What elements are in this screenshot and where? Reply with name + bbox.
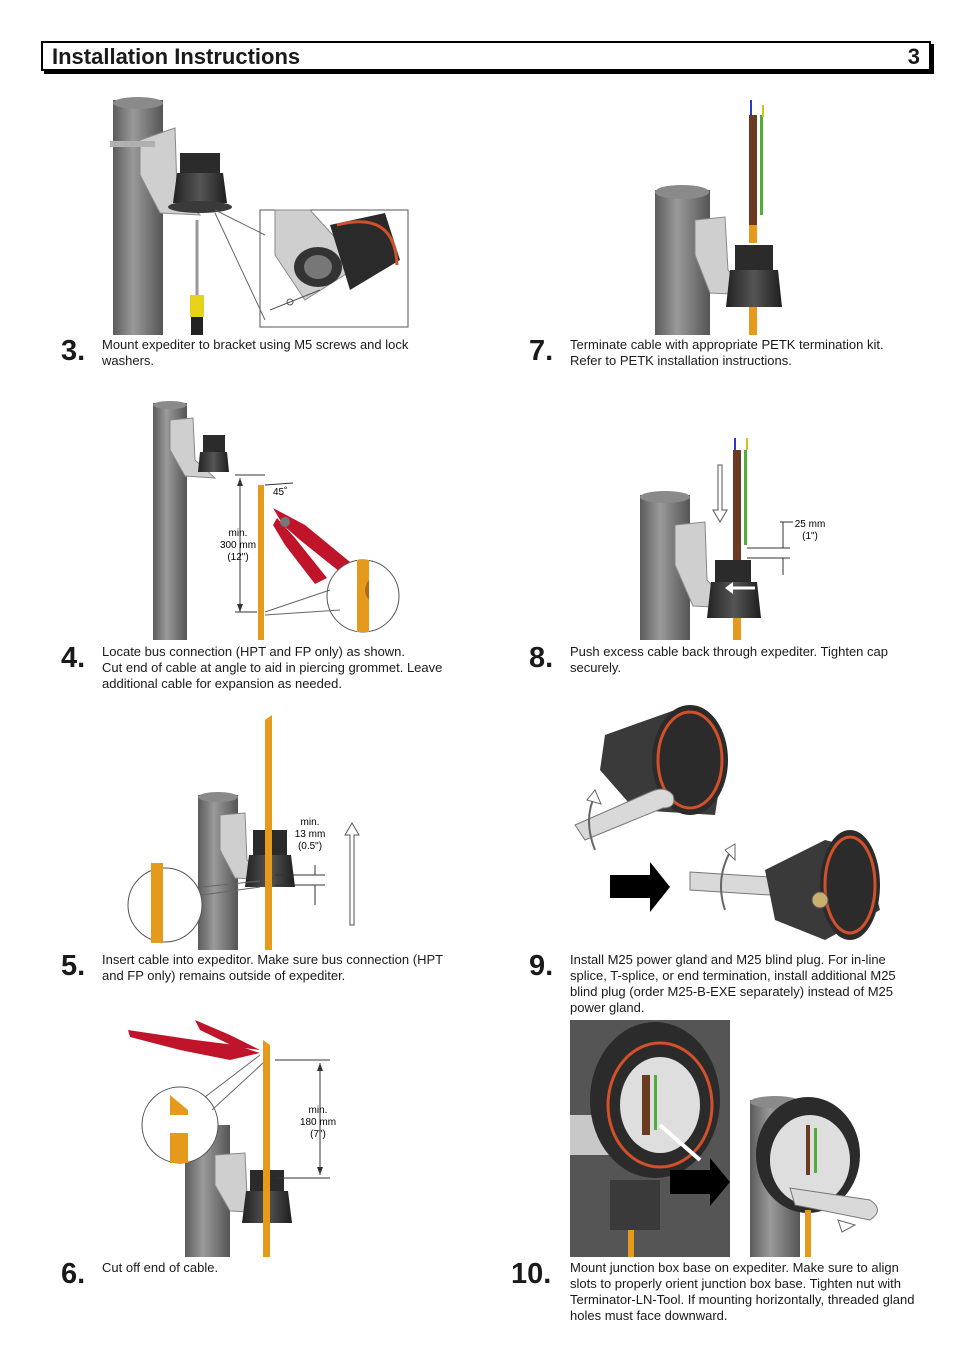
step-10-line-4: holes must face downward. bbox=[570, 1308, 728, 1323]
step-9-line-2: splice, T-splice, or end termination, in… bbox=[570, 968, 896, 983]
fig6-dim-line-2: 180 mm bbox=[300, 1117, 336, 1128]
page-header: Installation Instructions 3 bbox=[41, 41, 931, 71]
step-7-number: 7. bbox=[529, 335, 554, 367]
page-title: Installation Instructions bbox=[52, 44, 301, 69]
step-7-line-2: Refer to PETK installation instructions. bbox=[570, 353, 792, 368]
step-6-number: 6. bbox=[61, 1258, 86, 1290]
figure-step-8: 25 mm (1") bbox=[640, 438, 826, 640]
step-7-line-1: Terminate cable with appropriate PETK te… bbox=[570, 337, 884, 352]
step-6-line-1: Cut off end of cable. bbox=[102, 1260, 219, 1275]
step-3-text: Mount expediter to bracket using M5 scre… bbox=[102, 337, 472, 369]
step-4-line-3: additional cable for expansion as needed… bbox=[102, 676, 342, 691]
step-3-line-2: washers. bbox=[102, 353, 155, 368]
step-4-line-1: Locate bus connection (HPT and FP only) … bbox=[102, 644, 406, 659]
step-3-line-1: Mount expediter to bracket using M5 scre… bbox=[102, 337, 409, 352]
step-6-text: Cut off end of cable. bbox=[102, 1260, 472, 1276]
step-8-line-1: Push excess cable back through expediter… bbox=[570, 644, 888, 659]
step-8-line-2: securely. bbox=[570, 660, 622, 675]
step-9-text: Install M25 power gland and M25 blind pl… bbox=[570, 952, 940, 1016]
step-4-line-2: Cut end of cable at angle to aid in pier… bbox=[102, 660, 443, 675]
step-5-number: 5. bbox=[61, 950, 86, 982]
fig5-dim-line-1: min. bbox=[301, 817, 320, 828]
fig8-dim-line-1: 25 mm bbox=[795, 519, 826, 530]
figure-step-10 bbox=[570, 1020, 878, 1257]
step-5-line-2: and FP only) remains outside of expedite… bbox=[102, 968, 346, 983]
step-8-text: Push excess cable back through expediter… bbox=[570, 644, 940, 676]
figure-step-5: min. 13 mm (0.5") bbox=[127, 715, 360, 950]
fig6-dim-line-1: min. bbox=[309, 1105, 328, 1116]
step-10-number: 10. bbox=[511, 1258, 552, 1290]
fig6-dim-line-3: (7") bbox=[310, 1129, 326, 1140]
step-8-number: 8. bbox=[529, 642, 554, 674]
step-5-line-1: Insert cable into expeditor. Make sure b… bbox=[102, 952, 444, 967]
fig4-dim-line-3: (12") bbox=[227, 552, 248, 563]
fig5-dim-line-2: 13 mm bbox=[295, 829, 326, 840]
figure-step-6: min. 180 mm (7") bbox=[128, 1020, 336, 1257]
step-4-text: Locate bus connection (HPT and FP only) … bbox=[102, 644, 472, 692]
figure-step-9 bbox=[574, 705, 880, 940]
step-7-text: Terminate cable with appropriate PETK te… bbox=[570, 337, 940, 369]
step-3-number: 3. bbox=[61, 335, 86, 367]
fig4-angle-label: 45˚ bbox=[273, 486, 287, 498]
step-10-line-1: Mount junction box base on expediter. Ma… bbox=[570, 1260, 899, 1275]
step-10-line-3: Terminator-LN-Tool. If mounting horizont… bbox=[570, 1292, 915, 1307]
fig5-dim-line-3: (0.5") bbox=[298, 841, 322, 852]
step-9-line-1: Install M25 power gland and M25 blind pl… bbox=[570, 952, 886, 967]
step-10-line-2: slots to properly orient junction box ba… bbox=[570, 1276, 901, 1291]
figure-step-7 bbox=[655, 100, 782, 335]
page-number: 3 bbox=[907, 44, 920, 69]
figure-step-3 bbox=[110, 97, 409, 335]
step-9-line-4: power gland. bbox=[570, 1000, 645, 1015]
step-4-number: 4. bbox=[61, 642, 86, 674]
fig8-dim-line-2: (1") bbox=[802, 531, 818, 542]
step-10-text: Mount junction box base on expediter. Ma… bbox=[570, 1260, 940, 1324]
fig4-dim-line-2: 300 mm bbox=[220, 540, 256, 551]
figure-step-4: min. 300 mm (12") 45˚ bbox=[153, 401, 400, 640]
step-5-text: Insert cable into expeditor. Make sure b… bbox=[102, 952, 472, 984]
step-9-number: 9. bbox=[529, 950, 554, 982]
fig4-dim-line-1: min. bbox=[229, 528, 248, 539]
step-9-line-3: blind plug (order M25-B-EXE separately) … bbox=[570, 984, 893, 999]
